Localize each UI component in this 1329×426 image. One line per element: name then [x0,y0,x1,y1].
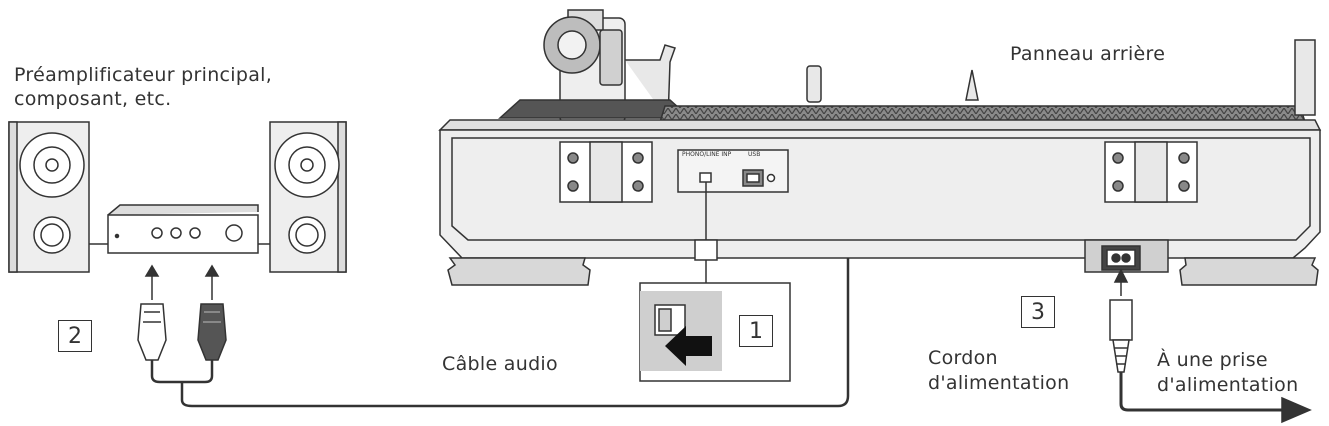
step-2-box: 2 [58,320,92,352]
preamp-label-line2: composant, etc. [14,88,172,110]
left-speaker [8,121,90,273]
usb-panel-label: USB [748,151,761,158]
audio-cable-label: Câble audio [442,353,558,375]
step-1-box: 1 [739,315,773,347]
right-speaker [269,121,347,273]
power-cord-label-line2: d'alimentation [928,372,1070,394]
outlet-label-line2: d'alimentation [1157,374,1299,396]
amplifier [89,204,270,254]
rear-panel-label: Panneau arrière [1010,43,1166,65]
outlet-label-line1: À une prise [1157,349,1268,371]
rca-white-plug [137,264,167,361]
preamp-label-line1: Préamplificateur principal, [14,64,273,86]
input-switch-inset [639,282,791,382]
power-cord-label-line1: Cordon [928,347,998,369]
step-3-box: 3 [1021,296,1055,328]
turntable [438,9,1322,286]
power-cord [1109,268,1312,424]
rca-red-plug [197,264,227,361]
phono-panel-label: PHONO/LINE INP [682,151,732,158]
audio-cable [150,258,850,408]
